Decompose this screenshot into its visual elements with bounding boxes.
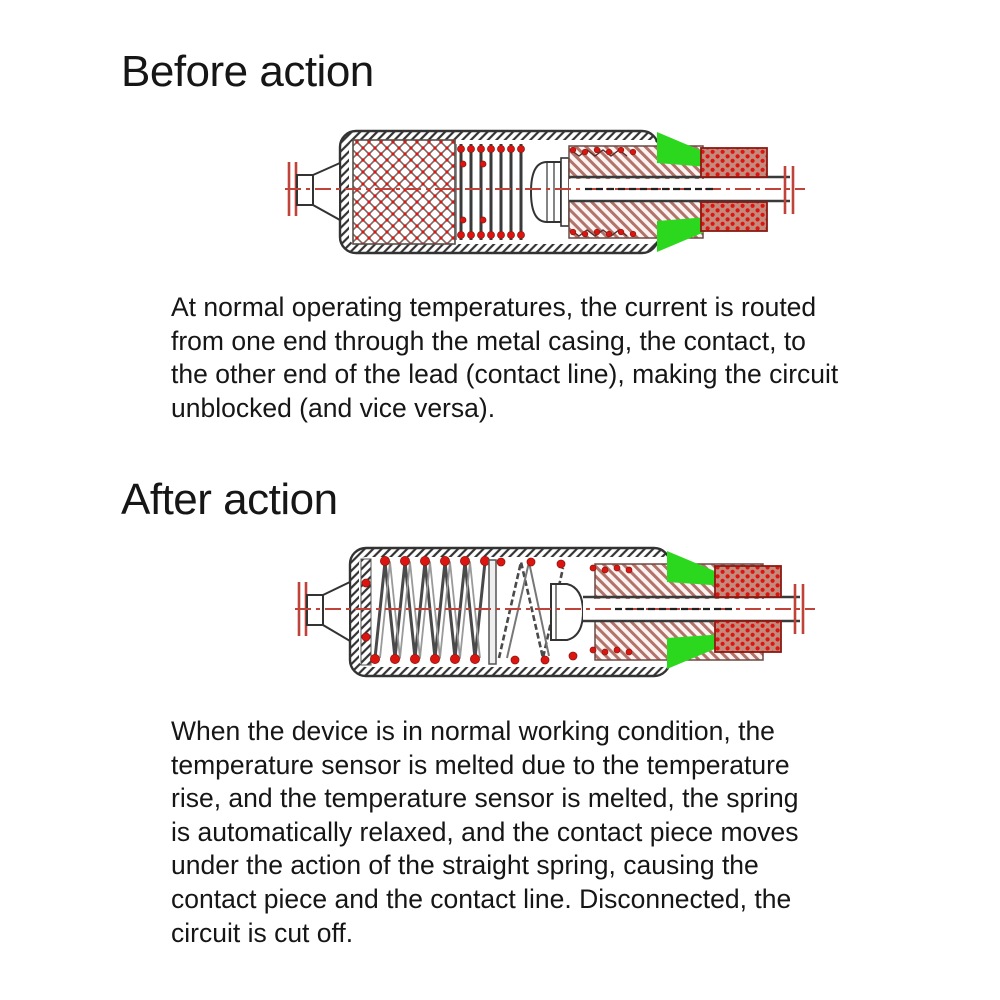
temperature-sensor-pellet (352, 139, 456, 245)
left-lead-wire (297, 580, 351, 643)
contact-piece (550, 583, 585, 641)
before-title: Before action (121, 47, 374, 96)
left-lead-wire (287, 161, 341, 222)
compressed-spring (455, 144, 525, 240)
before-description: At normal operating temperatures, the cu… (171, 292, 839, 423)
after-title: After action (121, 475, 338, 524)
crimp-contact (700, 147, 768, 232)
crimp-contact (714, 565, 782, 653)
after-description: When the device is in normal working con… (171, 716, 799, 948)
before-diagram (285, 129, 805, 255)
small-spring-dots (569, 146, 637, 238)
spring-seat-plate (488, 559, 497, 665)
small-spring-dots (589, 564, 633, 656)
after-diagram (295, 546, 815, 678)
contact-piece (529, 157, 570, 227)
